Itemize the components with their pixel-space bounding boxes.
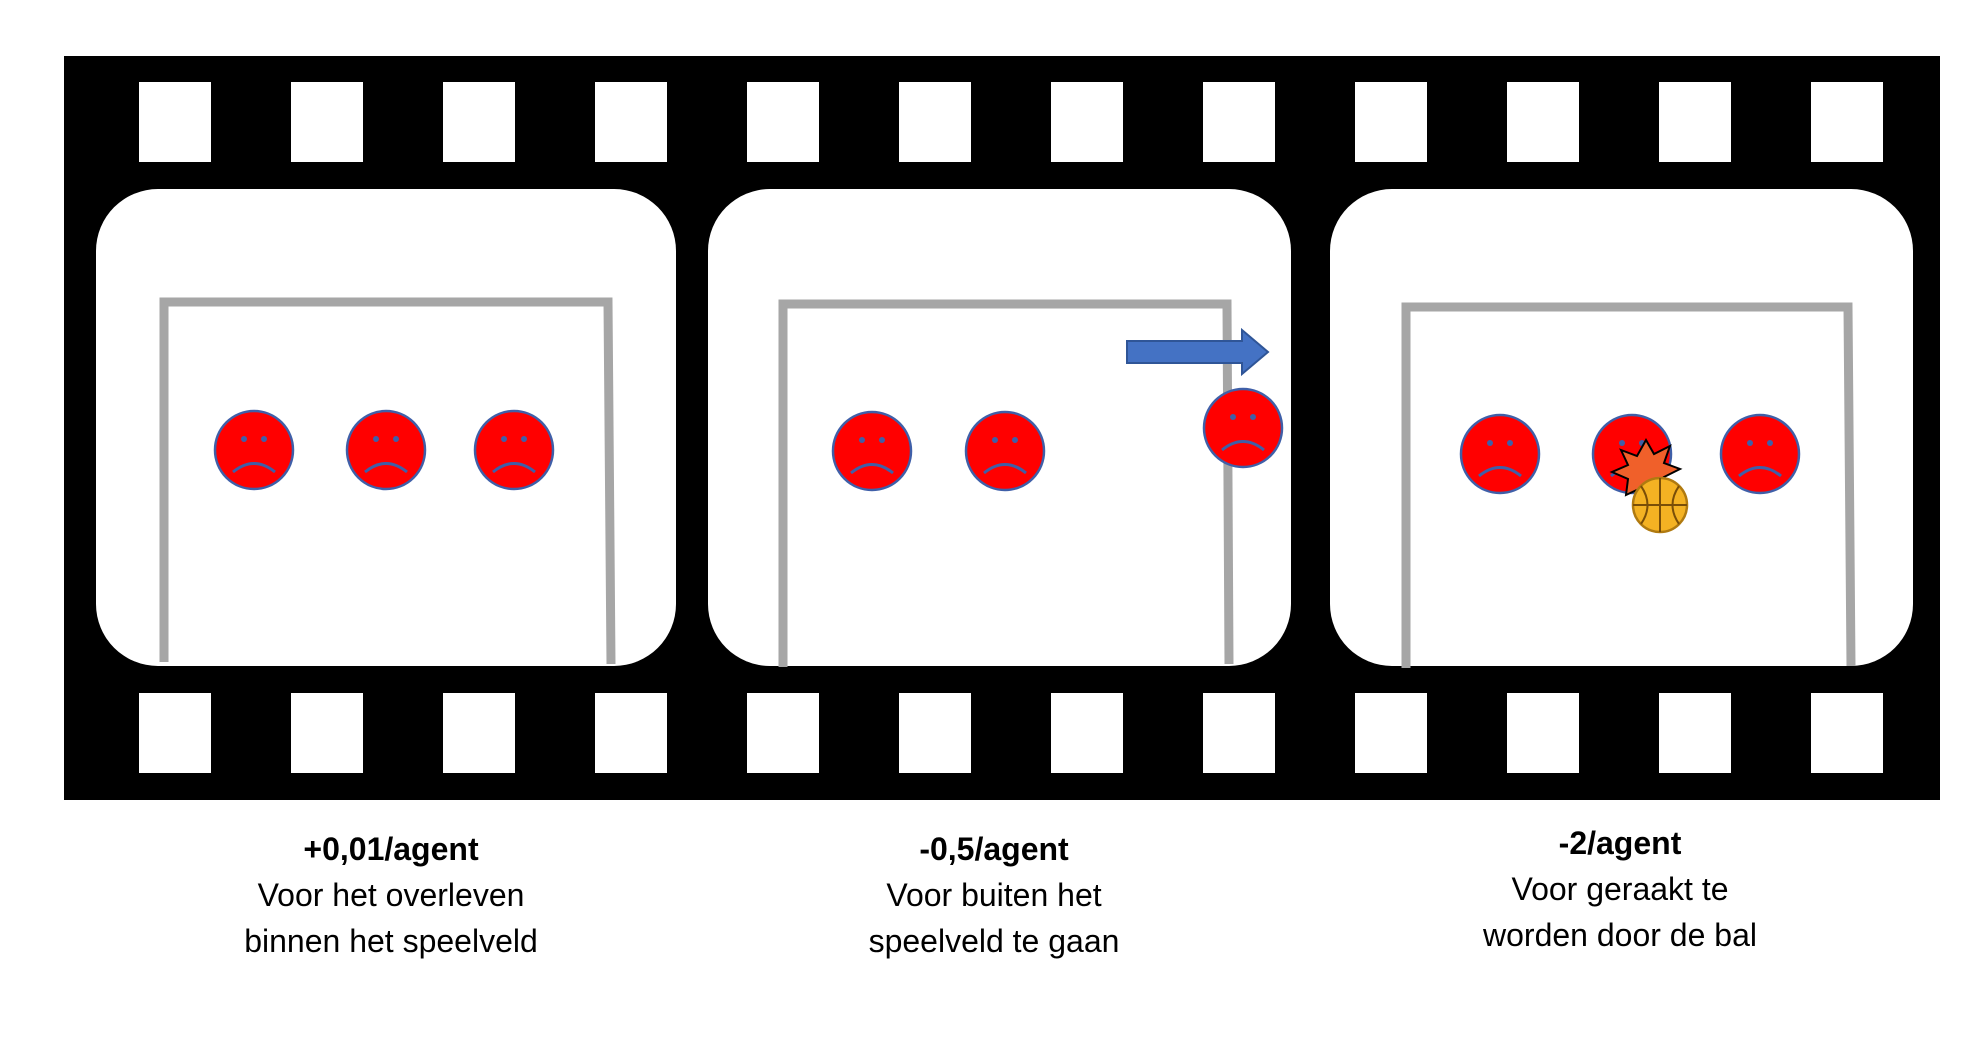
sprocket-hole	[139, 82, 211, 162]
sad-face-icon	[213, 409, 295, 491]
face-mouth	[364, 462, 408, 474]
sprocket-hole	[1203, 693, 1275, 773]
panel-hit-by-ball	[1330, 189, 1913, 668]
playing-field-boundary	[778, 299, 1234, 667]
right-arrow-icon	[1126, 327, 1270, 377]
panel-leave-field	[708, 189, 1291, 667]
sprocket-hole	[1203, 82, 1275, 162]
sprocket-hole	[747, 693, 819, 773]
agent-face	[1459, 413, 1541, 495]
caption-survive: +0,01/agent Voor het overleven binnen he…	[111, 826, 671, 964]
sad-face-icon	[1719, 413, 1801, 495]
playing-field-boundary	[1401, 302, 1856, 668]
sprocket-row-top	[139, 82, 1883, 162]
reward-value: -0,5/agent	[919, 831, 1069, 867]
caption-hit-by-ball: -2/agent Voor geraakt te worden door de …	[1340, 820, 1900, 958]
face-eye	[1619, 440, 1625, 446]
agent-face	[473, 409, 555, 491]
sad-face-icon	[831, 410, 913, 492]
face-eye	[1487, 440, 1493, 446]
sprocket-hole	[139, 693, 211, 773]
sprocket-hole	[1051, 693, 1123, 773]
reward-description-line: Voor het overleven	[257, 877, 525, 913]
face-eye	[261, 436, 267, 442]
sprocket-hole	[899, 82, 971, 162]
agent-face	[213, 409, 295, 491]
sprocket-row-bottom	[139, 693, 1883, 773]
face-mouth	[983, 463, 1027, 475]
ball-seam	[1640, 485, 1649, 525]
face-eye	[1230, 414, 1236, 420]
face-eye	[859, 437, 865, 443]
face-mouth	[1738, 466, 1782, 478]
sprocket-hole	[1355, 82, 1427, 162]
agent-face	[345, 409, 427, 491]
ball-seam	[1671, 485, 1680, 525]
face-mouth	[492, 462, 536, 474]
agent-face	[831, 410, 913, 492]
reward-description-line: Voor buiten het	[886, 877, 1102, 913]
face-mouth	[1221, 440, 1265, 452]
sad-face-icon	[1202, 387, 1284, 469]
playing-field-boundary	[159, 297, 616, 665]
sprocket-hole	[1659, 693, 1731, 773]
reward-value: +0,01/agent	[303, 831, 479, 867]
face-eye	[1250, 414, 1256, 420]
sprocket-hole	[595, 82, 667, 162]
reward-description-line: speelveld te gaan	[868, 923, 1120, 959]
face-eye	[373, 436, 379, 442]
sprocket-hole	[1051, 82, 1123, 162]
sad-face-icon	[1459, 413, 1541, 495]
sprocket-hole	[1659, 82, 1731, 162]
reward-description-line: binnen het speelveld	[244, 923, 538, 959]
sad-face-icon	[473, 409, 555, 491]
sprocket-hole	[1507, 82, 1579, 162]
face-mouth	[1478, 466, 1522, 478]
reward-value: -2/agent	[1558, 825, 1682, 861]
sprocket-hole	[291, 82, 363, 162]
reward-description-line: worden door de bal	[1483, 917, 1757, 953]
caption-leave-field: -0,5/agent Voor buiten het speelveld te …	[714, 826, 1274, 964]
sprocket-hole	[1355, 693, 1427, 773]
sad-face-icon	[964, 410, 1046, 492]
sprocket-hole	[443, 693, 515, 773]
agent-face-leaving	[1202, 387, 1284, 469]
face-eye	[393, 436, 399, 442]
face-eye	[879, 437, 885, 443]
face-eye	[992, 437, 998, 443]
sprocket-hole	[1811, 82, 1883, 162]
sprocket-hole	[595, 693, 667, 773]
face-eye	[1767, 440, 1773, 446]
face-eye	[501, 436, 507, 442]
basketball-icon	[1631, 476, 1689, 534]
sprocket-hole	[747, 82, 819, 162]
face-eye	[521, 436, 527, 442]
sprocket-hole	[291, 693, 363, 773]
sprocket-hole	[443, 82, 515, 162]
sad-face-icon	[345, 409, 427, 491]
face-eye	[1012, 437, 1018, 443]
face-eye	[241, 436, 247, 442]
panel-survive	[96, 189, 676, 666]
agent-face	[1719, 413, 1801, 495]
agent-face	[964, 410, 1046, 492]
face-mouth	[232, 462, 276, 474]
reward-description-line: Voor geraakt te	[1511, 871, 1729, 907]
sprocket-hole	[1811, 693, 1883, 773]
sprocket-hole	[1507, 693, 1579, 773]
face-mouth	[850, 463, 894, 475]
sprocket-hole	[899, 693, 971, 773]
face-eye	[1747, 440, 1753, 446]
face-eye	[1507, 440, 1513, 446]
